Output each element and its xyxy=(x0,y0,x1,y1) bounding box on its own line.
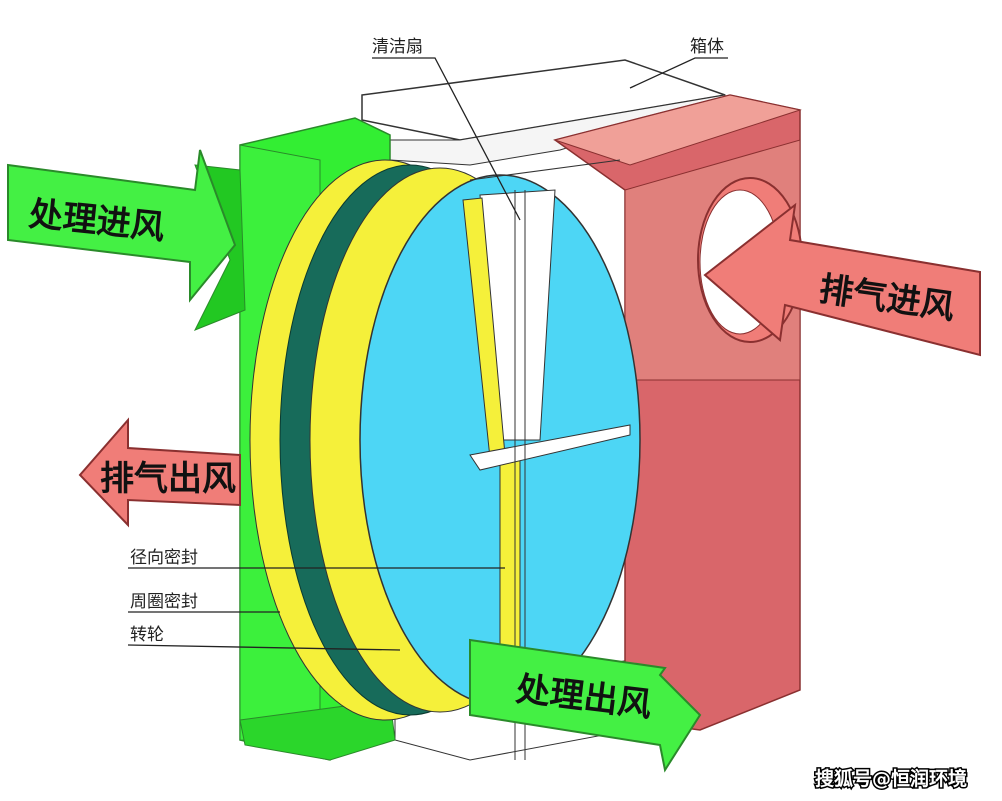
exhaust-in-arrow xyxy=(703,202,981,357)
process-in-arrow xyxy=(7,149,237,303)
watermark: 搜狐号@恒润环境 xyxy=(815,767,967,790)
label-radial-seal: 径向密封 xyxy=(130,548,198,568)
exhaust-out-arrow xyxy=(78,417,241,528)
label-cleaning-sector: 清洁扇 xyxy=(372,37,423,57)
label-casing: 箱体 xyxy=(690,37,724,57)
label-wheel: 转轮 xyxy=(130,625,164,645)
label-perimeter-seal: 周圈密封 xyxy=(130,592,198,612)
process-out-arrow xyxy=(469,638,702,773)
text-exhaust-out: 排气出风 xyxy=(100,459,236,499)
